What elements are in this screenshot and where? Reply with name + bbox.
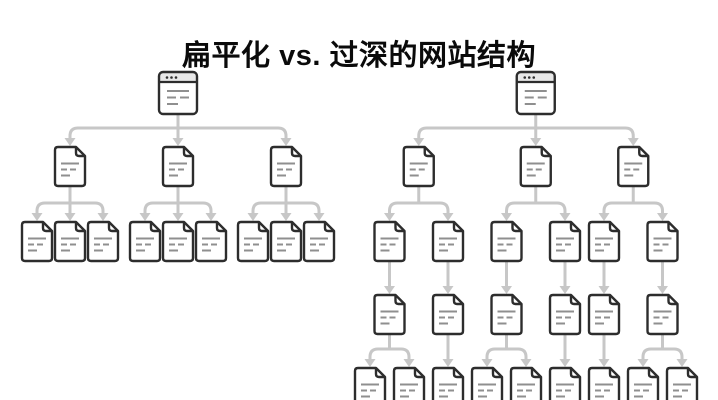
connector-arrow xyxy=(280,138,292,146)
document-icon xyxy=(269,220,303,263)
connector-arrow xyxy=(598,286,610,294)
connector-arrow xyxy=(172,213,184,221)
connector-arrow xyxy=(676,359,688,367)
browser-dot xyxy=(165,76,169,79)
document-icon xyxy=(128,220,162,263)
connector-arrow xyxy=(657,286,668,294)
document-icon xyxy=(353,366,387,400)
document-icon xyxy=(646,220,679,263)
document-icon xyxy=(490,293,523,336)
connector-line xyxy=(368,347,411,360)
document-icon xyxy=(626,366,660,400)
document-icon xyxy=(86,220,120,263)
document-icon xyxy=(161,220,195,263)
connector-arrow xyxy=(501,286,512,294)
document-icon xyxy=(302,220,336,263)
document-icon xyxy=(519,145,552,188)
connector-arrow xyxy=(442,359,454,367)
connector-arrow xyxy=(559,286,571,294)
connector-arrow xyxy=(97,213,109,221)
connector-arrow xyxy=(413,138,425,146)
document-icon xyxy=(431,366,465,400)
document-icon xyxy=(392,366,426,400)
document-icon xyxy=(490,220,523,263)
connector-arrow xyxy=(481,359,493,367)
browser-window-icon xyxy=(157,70,199,116)
document-icon xyxy=(236,220,270,263)
document-icon xyxy=(470,366,504,400)
page-title: 扁平化 vs. 过深的网站结构 xyxy=(182,40,536,73)
document-icon xyxy=(161,145,195,188)
document-icon xyxy=(53,220,87,263)
document-icon xyxy=(431,220,465,263)
document-icon xyxy=(587,220,621,263)
document-icon xyxy=(402,145,435,188)
document-icon xyxy=(194,220,228,263)
document-icon xyxy=(269,145,303,188)
connector-line xyxy=(388,201,450,214)
connector-arrow xyxy=(442,286,454,294)
connector-arrow xyxy=(530,138,542,146)
connector-arrow xyxy=(637,359,649,367)
connector-arrow xyxy=(384,213,395,221)
connector-arrow xyxy=(247,213,259,221)
connector-line xyxy=(417,126,635,139)
browser-dot xyxy=(174,76,178,79)
document-icon xyxy=(617,145,650,188)
connector-line xyxy=(602,201,664,214)
connector-arrow xyxy=(501,213,512,221)
browser-dot xyxy=(523,76,527,79)
connector-arrow xyxy=(64,138,76,146)
browser-window-icon xyxy=(515,70,556,116)
document-icon xyxy=(587,293,621,336)
document-icon xyxy=(373,220,406,263)
connector-arrow xyxy=(139,213,151,221)
document-icon xyxy=(548,220,582,263)
connector-arrow xyxy=(598,359,610,367)
document-icon xyxy=(20,220,54,263)
browser-dot xyxy=(170,76,173,79)
connector-arrow xyxy=(442,213,454,221)
deep-structure-tree xyxy=(353,70,699,400)
connector-line xyxy=(505,201,567,214)
connector-arrow xyxy=(364,359,376,367)
document-icon xyxy=(509,366,543,400)
connector-line xyxy=(641,347,684,360)
connector-arrow xyxy=(384,286,395,294)
connector-arrow xyxy=(64,213,76,221)
flat-structure-tree xyxy=(20,70,336,263)
document-icon xyxy=(587,366,621,400)
connector-arrow xyxy=(559,359,571,367)
connector-arrow xyxy=(559,213,571,221)
document-icon xyxy=(548,366,582,400)
connector-arrow xyxy=(657,213,668,221)
connector-arrow xyxy=(31,213,43,221)
document-icon xyxy=(431,293,465,336)
browser-dot xyxy=(527,76,531,79)
connector-arrow xyxy=(403,359,415,367)
connector-arrow xyxy=(520,359,532,367)
browser-dot xyxy=(532,76,536,79)
document-icon xyxy=(548,293,582,336)
connector-arrow xyxy=(280,213,292,221)
document-icon xyxy=(665,366,699,400)
connector-arrow xyxy=(205,213,217,221)
connector-line xyxy=(485,347,528,360)
document-icon xyxy=(373,293,406,336)
document-icon xyxy=(53,145,87,188)
connector-arrow xyxy=(627,138,639,146)
connector-arrow xyxy=(172,138,184,146)
connector-arrow xyxy=(313,213,325,221)
connector-arrow xyxy=(598,213,610,221)
document-icon xyxy=(646,293,679,336)
